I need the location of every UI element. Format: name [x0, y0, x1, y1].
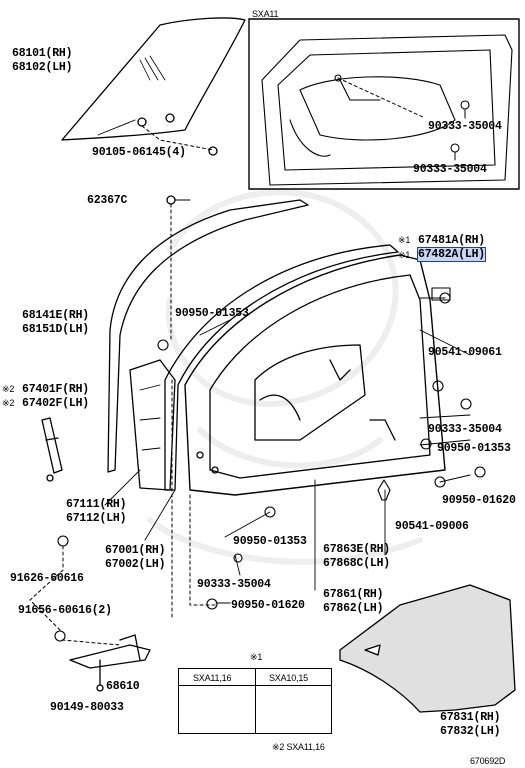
part-label-90541-b[interactable]: 90541-09006: [395, 520, 469, 533]
note-mark-2b: ※2: [2, 398, 15, 408]
part-label-67831[interactable]: 67831(RH): [440, 711, 501, 724]
part-label-91656[interactable]: 91656-60616(2): [18, 604, 112, 617]
part-label-91626[interactable]: 91626-60616: [10, 572, 84, 585]
part-label-68101[interactable]: 68101(RH): [12, 47, 73, 60]
part-label-67832[interactable]: 67832(LH): [440, 725, 501, 738]
part-label-67868[interactable]: 67868C(LH): [323, 557, 391, 570]
part-label-67112[interactable]: 67112(LH): [66, 512, 127, 525]
door-check: [69, 634, 151, 692]
legend-table: SXA11,16 SXA10,15: [178, 668, 332, 734]
watermark: [147, 189, 423, 565]
outer-panel: [129, 359, 176, 491]
part-label-67002[interactable]: 67002(LH): [105, 558, 166, 571]
part-label-67001[interactable]: 67001(RH): [105, 544, 166, 557]
belt-moulding: [41, 417, 63, 482]
legend-col-1: SXA11,16: [193, 673, 232, 683]
fasteners: [54, 287, 486, 642]
part-label-90950-b[interactable]: 90950-01353: [437, 442, 511, 455]
part-label-67482-highlighted[interactable]: 67482A(LH): [416, 247, 487, 262]
part-label-90105[interactable]: 90105-06145(4): [92, 146, 186, 159]
inset-door-panel: [261, 34, 513, 186]
part-label-67401[interactable]: 67401F(RH): [22, 383, 90, 396]
part-label-90149[interactable]: 90149-80033: [50, 701, 124, 714]
part-label-68141[interactable]: 68141E(RH): [22, 309, 90, 322]
part-label-67862[interactable]: 67862(LH): [323, 602, 384, 615]
part-label-90333-d[interactable]: 90333-35004: [197, 578, 271, 591]
part-label-68610[interactable]: 68610: [106, 680, 140, 693]
door-glass: [61, 17, 246, 141]
diagram-code: 67069​2D: [470, 756, 506, 766]
part-label-90950-d[interactable]: 90950-01353: [233, 535, 307, 548]
note-mark-2a: ※2: [2, 384, 15, 394]
part-label-68102[interactable]: 68102(LH): [12, 61, 73, 74]
part-label-90333-c[interactable]: 90333-35004: [428, 423, 502, 436]
part-label-90541-a[interactable]: 90541-09061: [428, 346, 502, 359]
part-label-90950-e[interactable]: 90950-01620: [231, 599, 305, 612]
part-label-67861[interactable]: 67861(RH): [323, 588, 384, 601]
door-weatherstrip: [107, 199, 309, 473]
inset-title: SXA11: [252, 9, 279, 19]
part-label-90333-inset-a[interactable]: 90333-35004: [428, 120, 502, 133]
service-hole-cover: [339, 584, 516, 713]
part-label-90950-a[interactable]: 90950-01353: [175, 307, 249, 320]
inset-frame: [248, 18, 520, 190]
legend-col-2: SXA10,15: [269, 673, 308, 683]
part-label-67863[interactable]: 67863E(RH): [323, 543, 391, 556]
part-label-62367[interactable]: 62367C: [87, 194, 128, 207]
legend-note: ※2 SXA11,16: [272, 742, 325, 752]
part-label-67402[interactable]: 67402F(LH): [22, 397, 90, 410]
part-label-90950-c[interactable]: 90950-01620: [442, 494, 516, 507]
part-label-67111[interactable]: 67111(RH): [66, 498, 127, 511]
part-label-67481[interactable]: 67481A(RH): [418, 234, 486, 247]
part-label-90333-inset-b[interactable]: 90333-35004: [413, 163, 487, 176]
legend-mark: ※1: [250, 652, 263, 662]
leader-lines: [97, 119, 471, 701]
note-mark-1b: ※1: [398, 250, 411, 260]
part-label-68151[interactable]: 68151D(LH): [22, 323, 90, 336]
note-mark-1a: ※1: [398, 235, 411, 245]
door-frame: [164, 244, 446, 496]
